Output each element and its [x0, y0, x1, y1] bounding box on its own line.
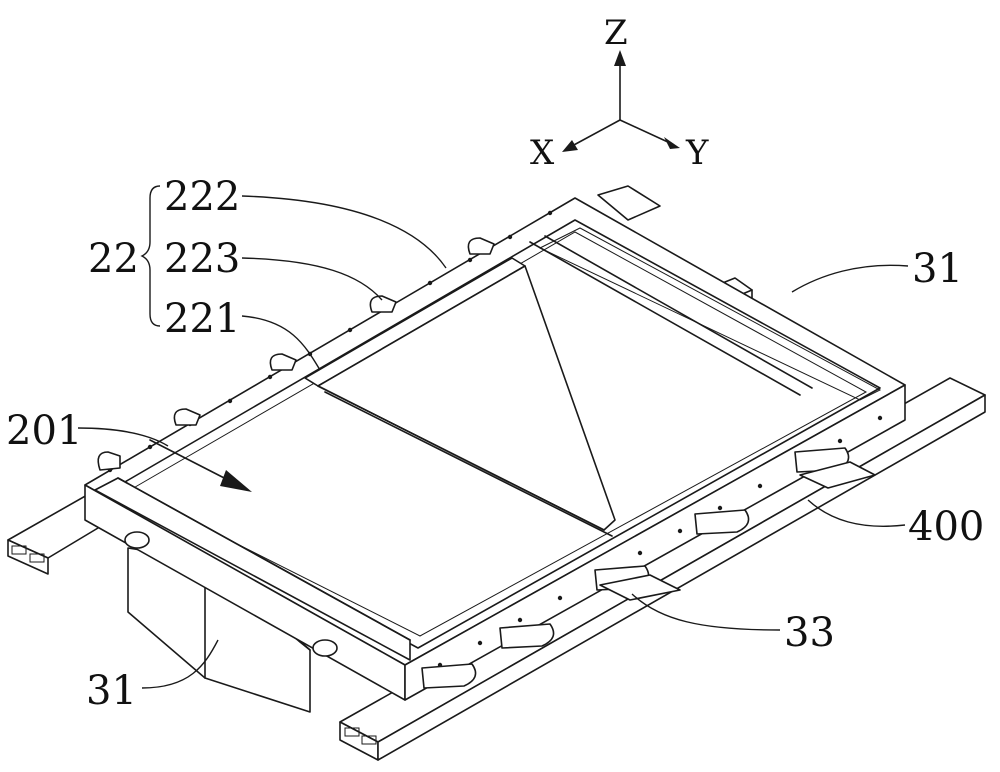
label-31-top: 31 — [912, 246, 963, 292]
label-221: 221 — [164, 296, 240, 342]
mounting-lugs — [97, 237, 495, 471]
label-31-bottom: 31 — [86, 668, 137, 714]
label-33: 33 — [784, 610, 835, 656]
label-222: 222 — [164, 174, 240, 220]
direction-arrow — [149, 439, 252, 492]
leader-lines — [77, 185, 909, 689]
axis-y-label: Y — [685, 133, 709, 173]
axis-triad: Z X Y — [530, 13, 709, 173]
frame-outer — [84, 197, 906, 701]
label-400: 400 — [908, 504, 984, 550]
label-22: 22 — [88, 236, 139, 282]
reference-labels: 22 222 223 221 201 31 400 33 31 — [6, 174, 984, 714]
axis-x-label: X — [530, 133, 555, 173]
support-brackets — [421, 447, 876, 689]
label-201: 201 — [6, 408, 82, 454]
axis-z-label: Z — [604, 13, 628, 53]
rollers — [124, 531, 338, 657]
label-223: 223 — [164, 236, 240, 282]
